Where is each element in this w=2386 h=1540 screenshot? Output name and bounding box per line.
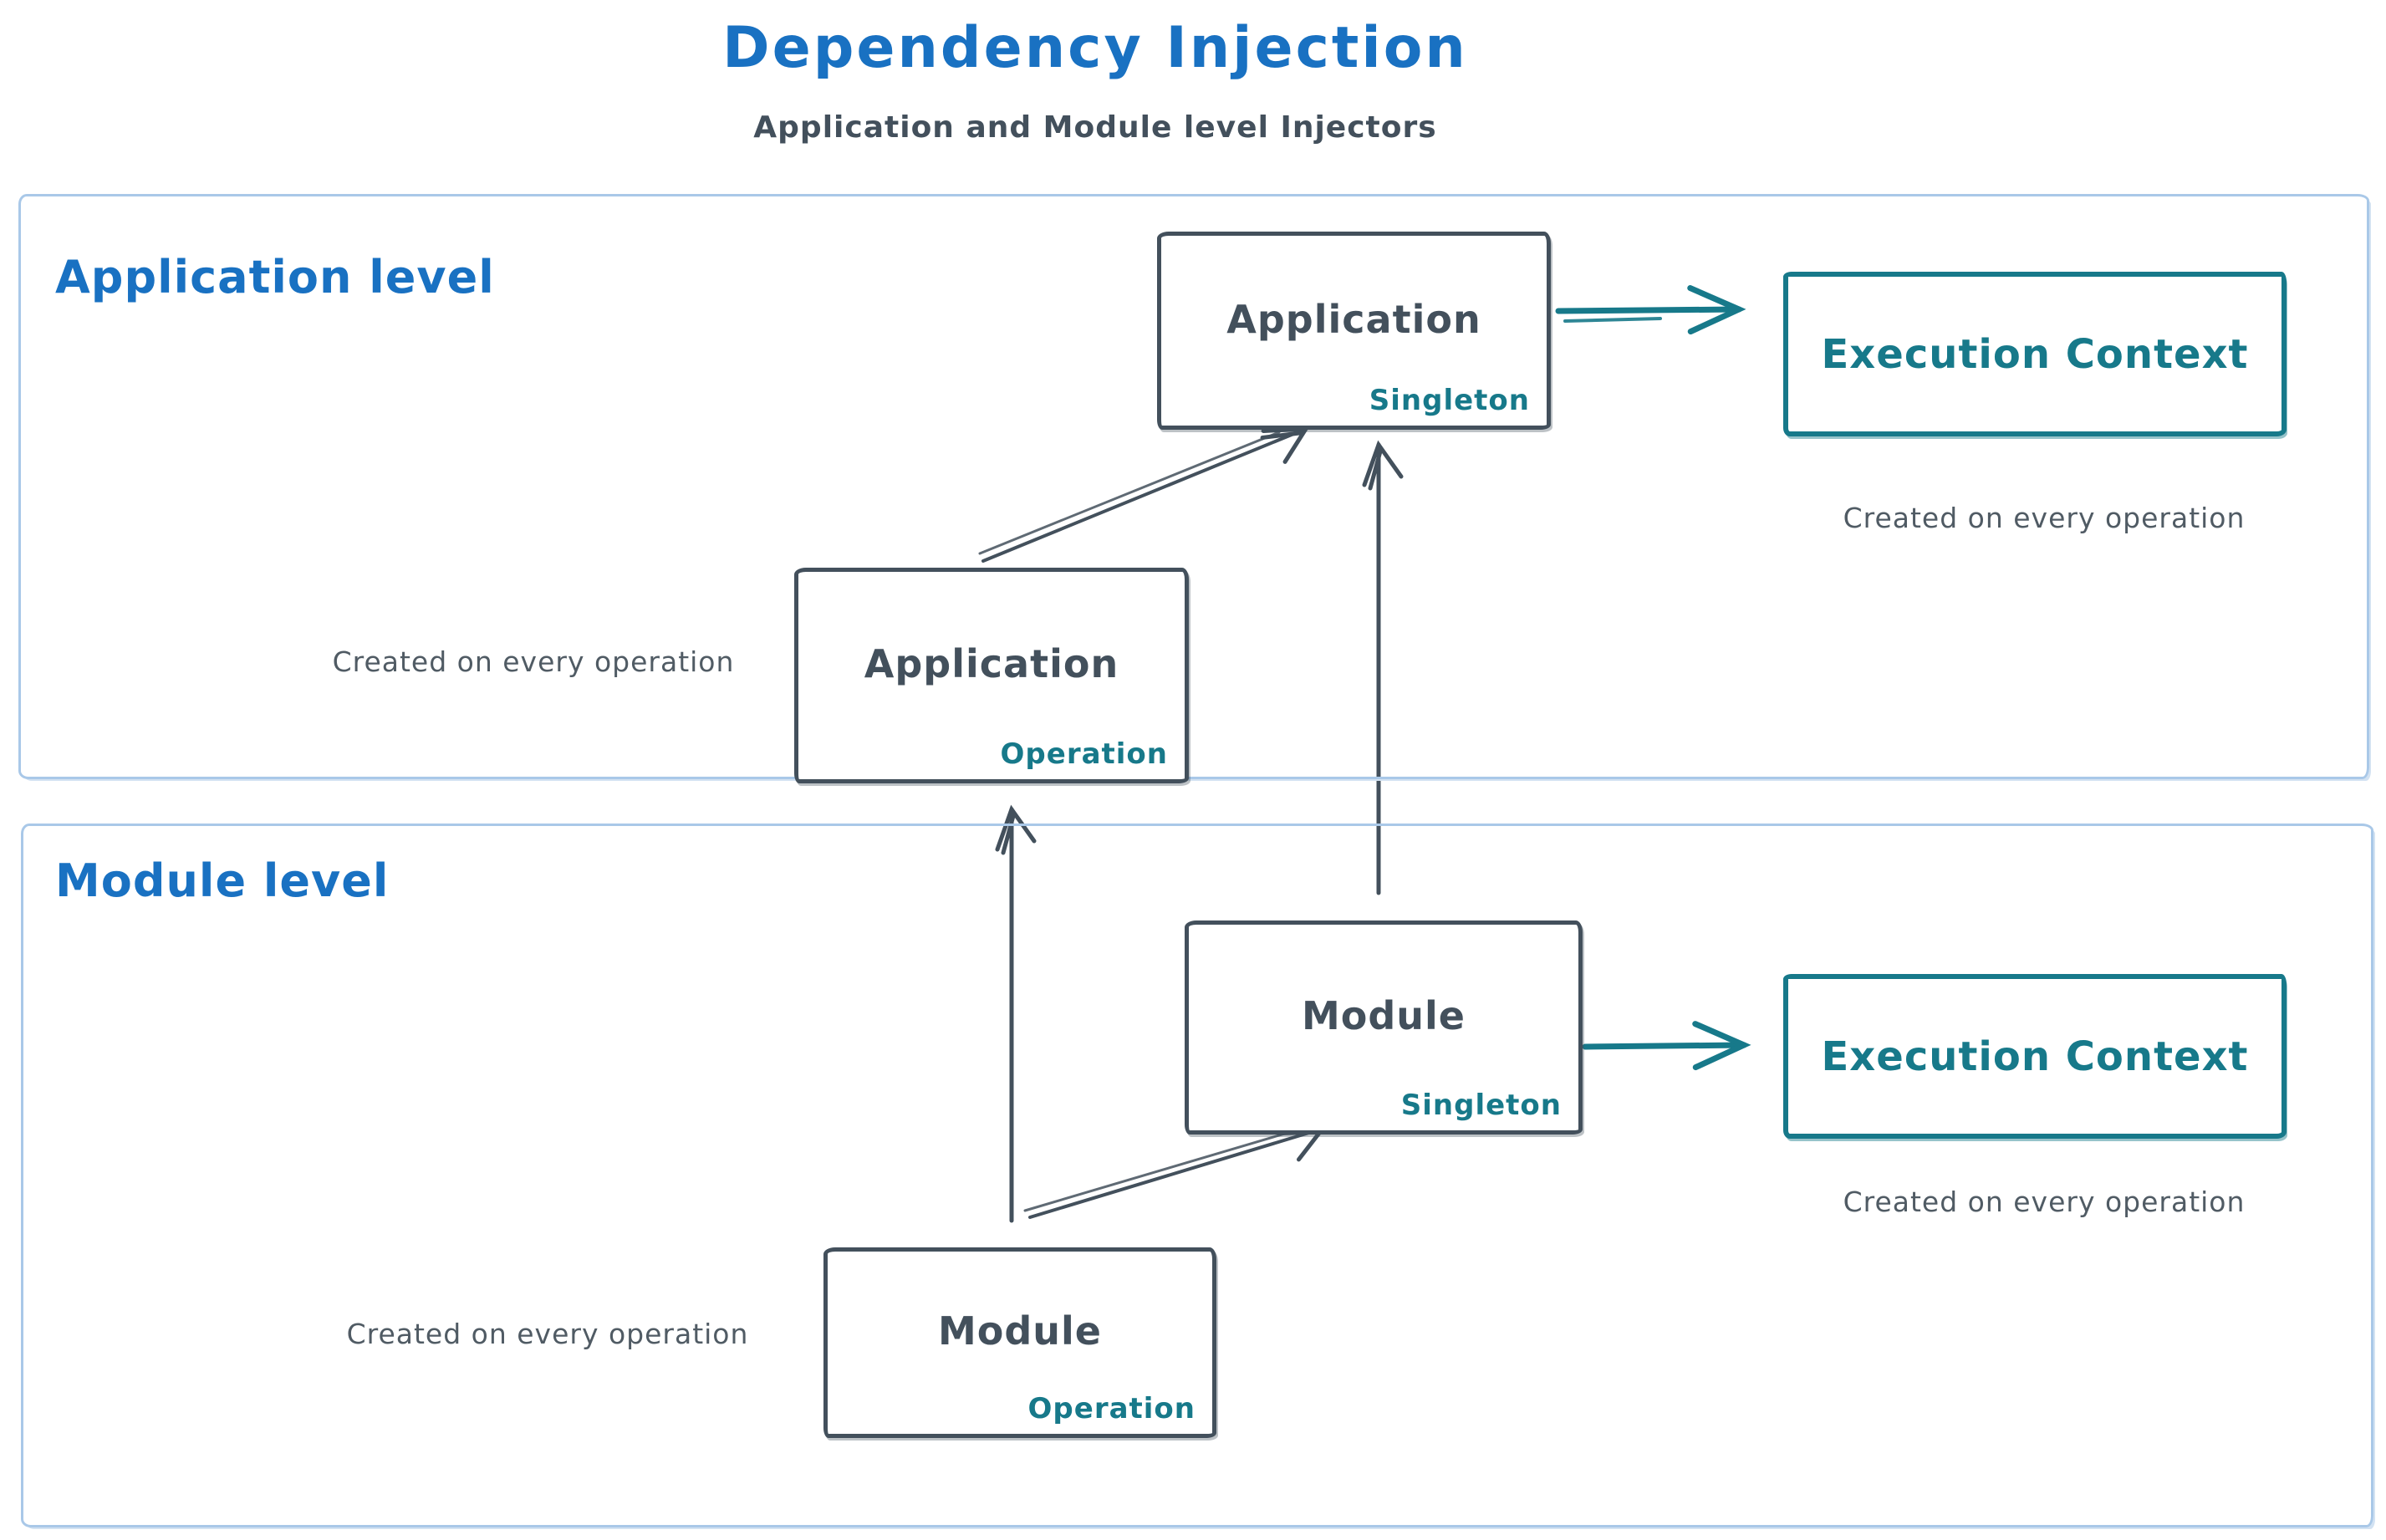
section-application-level (18, 194, 2369, 779)
node-app-operation-badge: Operation (1000, 737, 1168, 771)
arrow-app-singleton-to-execution-context (1555, 285, 1746, 335)
caption-app-operation: Created on every operation (332, 645, 735, 678)
caption-execution-context-app: Created on every operation (1843, 502, 2246, 534)
node-module-operation-badge: Operation (1027, 1392, 1196, 1425)
caption-module-operation: Created on every operation (346, 1318, 749, 1350)
node-module-operation: Module Operation (823, 1247, 1216, 1438)
node-module-singleton-badge: Singleton (1400, 1089, 1562, 1122)
section-label-module-level: Module level (55, 854, 390, 907)
node-execution-context-module-title: Execution Context (1821, 1033, 2249, 1080)
arrow-app-operation-to-app-singleton (978, 426, 1310, 563)
node-app-singleton: Application Singleton (1157, 232, 1551, 430)
node-app-singleton-badge: Singleton (1369, 384, 1530, 417)
node-app-operation-title: Application (864, 641, 1119, 686)
arrow-module-operation-to-module-singleton (1023, 1124, 1327, 1219)
node-app-singleton-title: Application (1226, 296, 1481, 342)
section-label-application-level: Application level (55, 251, 495, 303)
section-module-level (21, 824, 2373, 1527)
node-module-singleton: Module Singleton (1185, 920, 1583, 1135)
node-app-operation: Application Operation (794, 568, 1189, 783)
diagram-title: Dependency Injection (722, 15, 1468, 81)
node-execution-context-module: Execution Context (1783, 974, 2287, 1139)
node-execution-context-app: Execution Context (1783, 272, 2287, 436)
diagram-subtitle: Application and Module level Injectors (753, 110, 1437, 145)
node-module-singleton-title: Module (1301, 993, 1466, 1038)
arrow-module-singleton-to-execution-context (1582, 1021, 1751, 1071)
node-execution-context-app-title: Execution Context (1821, 330, 2249, 378)
caption-execution-context-module: Created on every operation (1843, 1186, 2246, 1218)
node-module-operation-title: Module (937, 1308, 1103, 1354)
